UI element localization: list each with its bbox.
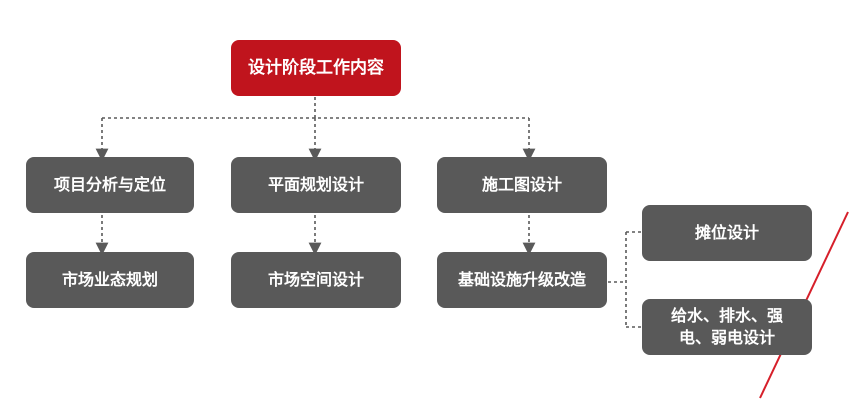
sub-node-utilities-design-label: 给水、排水、强电、弱电设计 [670,306,783,347]
stage-node-3: 施工图设计 [437,157,607,213]
sub-node-stall-design-label: 摊位设计 [694,223,759,242]
stage-node-1-label: 项目分析与定位 [53,175,166,194]
detail-node-1: 市场业态规划 [26,252,194,308]
stage-node-3-label: 施工图设计 [481,175,562,194]
detail-node-1-label: 市场业态规划 [61,270,158,289]
stage-node-2-label: 平面规划设计 [267,175,364,194]
root-node-label: 设计阶段工作内容 [248,58,384,78]
stage-node-2: 平面规划设计 [231,157,401,213]
stage-node-1: 项目分析与定位 [26,157,194,213]
sub-node-utilities-design: 给水、排水、强电、弱电设计 [642,299,812,355]
detail-node-3: 基础设施升级改造 [437,252,607,308]
detail-node-2-label: 市场空间设计 [267,270,364,289]
root-node: 设计阶段工作内容 [231,40,401,96]
detail-node-2: 市场空间设计 [231,252,401,308]
detail-node-3-label: 基础设施升级改造 [457,270,586,289]
sub-node-stall-design: 摊位设计 [642,205,812,261]
